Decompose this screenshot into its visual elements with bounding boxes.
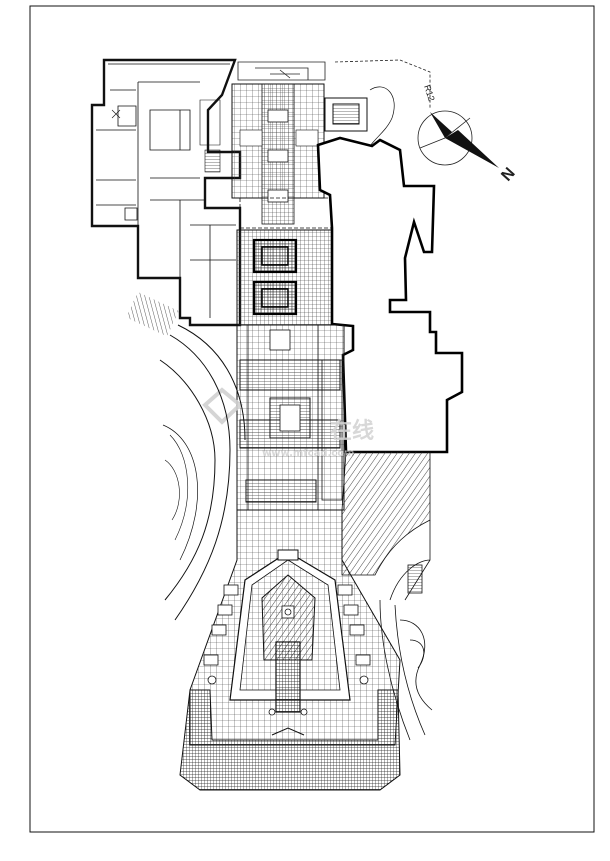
plaza-benches bbox=[203, 584, 371, 716]
central-promenade bbox=[236, 324, 345, 511]
stair-block bbox=[324, 86, 395, 151]
north-label: N bbox=[498, 165, 518, 185]
sheet-border bbox=[29, 5, 595, 833]
curved-road-west bbox=[159, 324, 246, 621]
curved-paths-east bbox=[379, 559, 433, 741]
building-east bbox=[316, 136, 464, 454]
tiled-courtyard bbox=[236, 229, 353, 326]
radius-label: R12 bbox=[422, 84, 437, 103]
watermark-text: 在线 bbox=[330, 418, 374, 444]
central-pavilion bbox=[229, 549, 351, 736]
watermark-logo-icon: 在线 www.mfcad.com bbox=[202, 387, 374, 459]
entry-gate bbox=[237, 59, 431, 108]
building-northwest bbox=[90, 58, 242, 327]
planting-bed-northwest bbox=[126, 292, 179, 337]
north-arrow-icon: N bbox=[417, 110, 519, 185]
upper-walkway bbox=[231, 83, 336, 229]
watermark-url: www.mfcad.com bbox=[262, 448, 355, 459]
